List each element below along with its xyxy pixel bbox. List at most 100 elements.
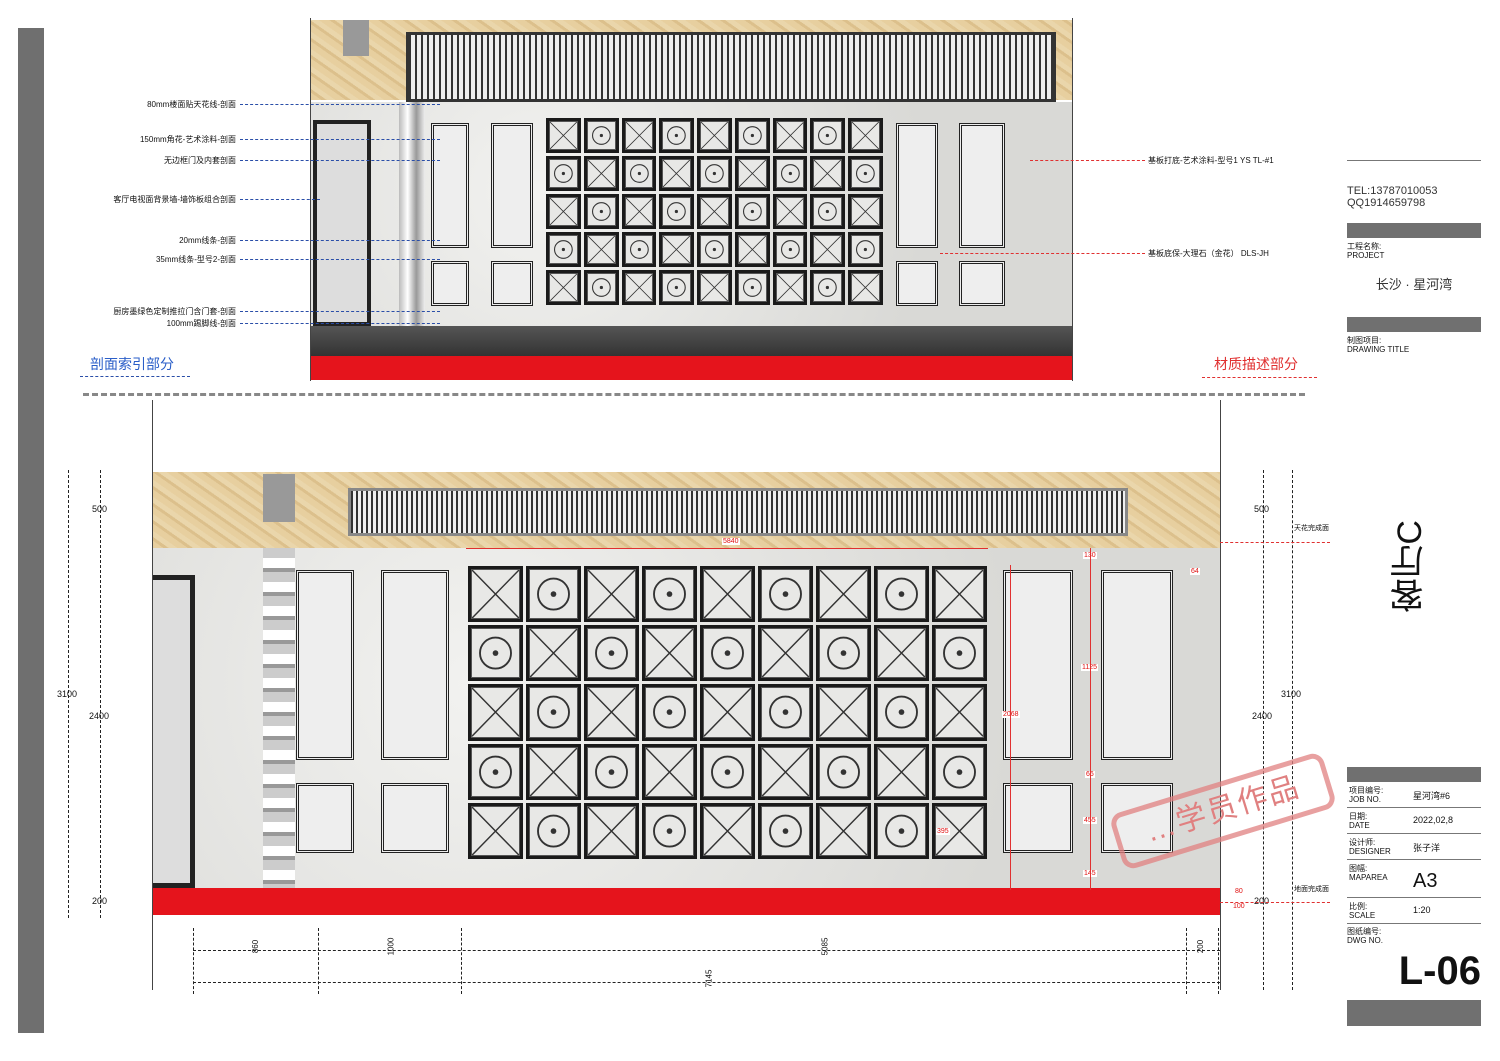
panel-medallion — [526, 566, 581, 623]
panel-medallion — [734, 194, 770, 229]
panel-medallion — [659, 270, 695, 305]
panel-medallion — [734, 270, 770, 305]
panel-medallion — [758, 802, 813, 859]
panel-cross — [700, 684, 755, 741]
panel-medallion — [584, 743, 639, 800]
red-dimension: 395 — [936, 828, 950, 835]
section-annotation: 无边框门及内套剖面 — [164, 156, 236, 165]
panel-medallion — [642, 566, 697, 623]
project-label: 工程名称: — [1347, 242, 1382, 251]
scale-label-en: SCALE — [1349, 911, 1376, 920]
panel-cross — [848, 118, 883, 153]
dim-bottom: 5085 — [820, 937, 830, 956]
panel-medallion — [700, 743, 755, 800]
red-dimension: 145 — [1083, 870, 1097, 877]
dim-bottom: 200 — [1196, 939, 1206, 954]
drawing-title-label-en: DRAWING TITLE — [1347, 345, 1410, 354]
panel-cross — [659, 156, 695, 191]
column — [399, 102, 425, 328]
panel-medallion — [932, 743, 987, 800]
panel-medallion — [583, 270, 619, 305]
section-view — [310, 18, 1073, 381]
contact-tel: TEL:13787010053 — [1347, 185, 1438, 197]
material-description-title: 材质描述部分 — [1214, 356, 1298, 372]
title-row-job: 项目编号:JOB NO.星河湾#6 — [1347, 782, 1481, 808]
panel-medallion — [468, 743, 523, 800]
panel-medallion — [700, 625, 755, 682]
panel-cross — [697, 270, 732, 305]
panel-cross — [621, 194, 657, 229]
panel-medallion — [583, 118, 619, 153]
section-annotation: 100mm踢脚线-剖面 — [166, 319, 236, 328]
material-annotation: 基板打底-艺术涂料-型号1 YS TL-#1 — [1148, 156, 1274, 165]
panel-medallion — [546, 232, 581, 267]
red-dimension: 1125 — [1081, 664, 1099, 671]
section-annotation: 客厅电视面背景墙-墙饰板组合剖面 — [113, 195, 236, 204]
panel-cross — [621, 118, 657, 153]
panel-medallion — [874, 802, 929, 859]
red-dimension: 100 — [1232, 903, 1246, 910]
project-label-en: PROJECT — [1347, 251, 1385, 260]
panel-cross — [642, 625, 697, 682]
red-dimension: 80 — [1234, 888, 1244, 895]
panel-medallion — [583, 194, 619, 229]
drawing-number: L-06 — [1398, 949, 1481, 993]
panel-medallion — [810, 194, 846, 229]
panel-medallion — [848, 232, 883, 267]
scale-label: 比例: — [1349, 902, 1368, 911]
dim-left-total: 3100 — [57, 689, 78, 699]
panel-medallion — [932, 625, 987, 682]
panel-cross — [810, 156, 846, 191]
panel-medallion — [816, 743, 871, 800]
panel-medallion — [659, 118, 695, 153]
panel-medallion — [816, 625, 871, 682]
panel-cross — [848, 194, 883, 229]
section-annotation: 厨房墨绿色定制推拉门含门套-剖面 — [113, 307, 236, 316]
project-name: 长沙 · 星河湾 — [1375, 277, 1453, 292]
floor-level-label: 地面完成面 — [1294, 886, 1329, 893]
panel-cross — [932, 566, 987, 623]
column — [263, 548, 295, 888]
ceiling-level-label: 天花完成面 — [1294, 525, 1329, 532]
dim-right-mid: 2400 — [1252, 711, 1273, 721]
panel-cross — [584, 802, 639, 859]
panel-medallion — [621, 232, 657, 267]
sheet-border-bar — [18, 28, 44, 1033]
panel-medallion — [642, 684, 697, 741]
panel-medallion — [546, 156, 581, 191]
panel-cross — [526, 743, 581, 800]
material-annotation: 基板底保-大理石（金花） DLS-JH — [1148, 249, 1269, 258]
panel-medallion — [526, 684, 581, 741]
panel-cross — [468, 566, 523, 623]
contact-qq: QQ1914659798 — [1347, 197, 1426, 209]
red-dimension: 455 — [1083, 817, 1097, 824]
panel-cross — [700, 566, 755, 623]
panel-cross — [697, 194, 732, 229]
scale-value: 1:20 — [1413, 905, 1431, 915]
panel-cross — [546, 118, 581, 153]
panel-cross — [584, 684, 639, 741]
panel-cross — [772, 194, 808, 229]
panel-cross — [772, 118, 808, 153]
panel-cross — [468, 684, 523, 741]
panel-medallion — [621, 156, 657, 191]
dim-right-total: 3100 — [1281, 689, 1302, 699]
dim-left-mid: 2400 — [89, 711, 110, 721]
panel-cross — [700, 802, 755, 859]
dim-left-top: 500 — [92, 504, 108, 514]
panel-cross — [583, 156, 619, 191]
date-label: 日期: — [1349, 812, 1368, 821]
section-annotation: 150mm角花-艺术涂料-剖面 — [139, 135, 236, 144]
panel-cross — [816, 802, 871, 859]
panel-cross — [584, 566, 639, 623]
job-label: 项目编号: — [1349, 786, 1384, 795]
panel-cross — [583, 232, 619, 267]
elevation-view — [152, 400, 1221, 990]
panel-medallion — [697, 232, 732, 267]
designer-label-en: DESIGNER — [1349, 847, 1391, 856]
panel-medallion — [697, 156, 732, 191]
panel-cross — [874, 743, 929, 800]
door-frame — [313, 120, 371, 326]
drawing-title: 客厅C — [1391, 520, 1429, 613]
